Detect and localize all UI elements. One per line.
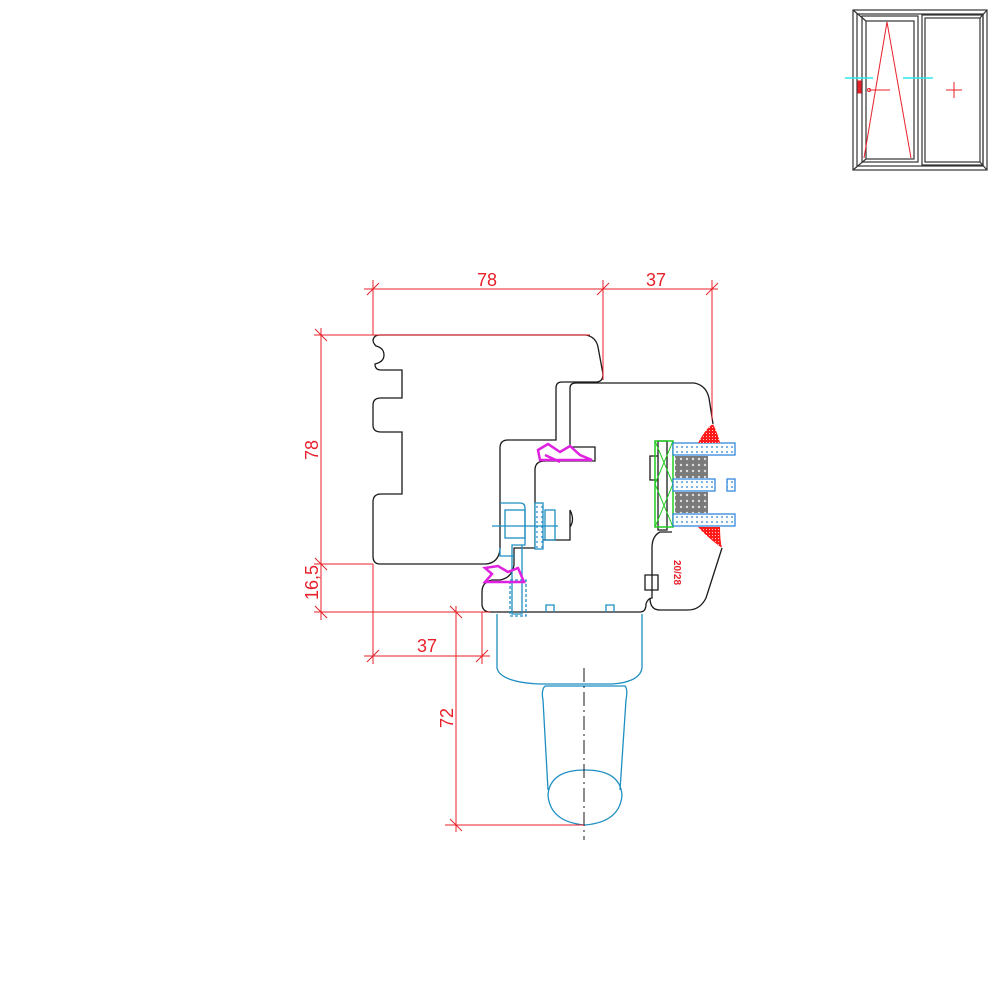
- dim-handle-length: 72: [437, 708, 457, 728]
- gaskets: [482, 442, 593, 584]
- glazing-label: 20/28: [671, 560, 682, 585]
- dimension-lines: [314, 280, 719, 832]
- sash-profile: [481, 382, 723, 613]
- handle-grip: [547, 769, 623, 826]
- dim-frame-width: 78: [477, 270, 497, 290]
- handle-rosette: [496, 614, 643, 685]
- dim-frame-height: 78: [302, 440, 322, 460]
- frame-profile: [372, 334, 604, 565]
- top-sealant: [698, 424, 720, 443]
- handle-lever: [541, 685, 628, 791]
- window-elevation-thumbnail: [845, 9, 988, 171]
- bottom-sealant: [698, 527, 722, 548]
- hinge-hardware: [492, 502, 643, 826]
- dim-overlap: 16,5: [302, 565, 322, 600]
- dim-sash-glass: 37: [646, 270, 666, 290]
- dim-handle-offset: 37: [417, 636, 437, 656]
- glazing-unit: 20/28: [654, 424, 736, 585]
